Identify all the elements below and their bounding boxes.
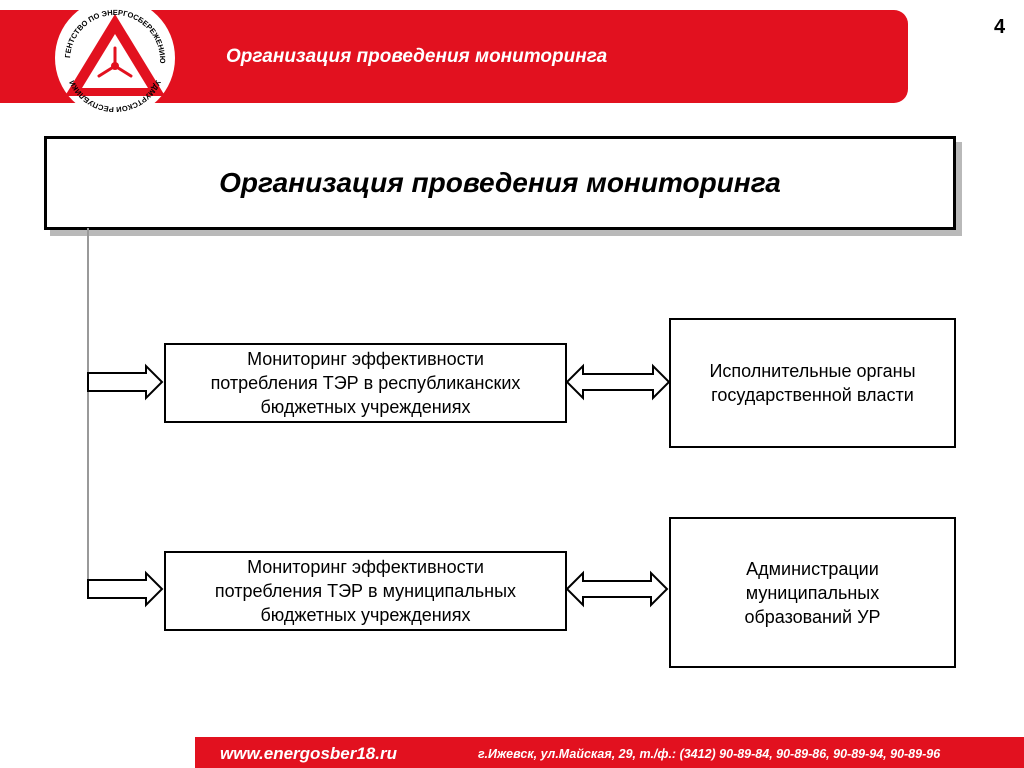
arrow-to-municipal — [87, 570, 164, 608]
arrow-municipal-administrations — [565, 570, 669, 608]
footer-url-link[interactable]: www.energosber18.ru — [220, 744, 397, 763]
logo-turbine-icon — [97, 46, 133, 78]
arrow-to-republican — [87, 363, 164, 401]
page-number: 4 — [994, 16, 1006, 38]
municipal-administrations-text: Администрации муниципальных образований … — [744, 558, 881, 627]
republican-monitoring-text: Мониторинг эффективности потребления ТЭР… — [210, 349, 521, 417]
footer-address: г.Ижевск, ул.Майская, 29, т./ф.: (3412) … — [478, 747, 941, 761]
diagram-title-box: Организация проведения мониторинга — [44, 136, 956, 230]
diagram-title: Организация проведения мониторинга — [219, 167, 781, 198]
arrow-republican-executive — [565, 363, 671, 401]
executive-bodies-text: Исполнительные органы государственной вл… — [709, 361, 916, 405]
republican-monitoring-box: Мониторинг эффективности потребления ТЭР… — [164, 343, 567, 423]
agency-logo: АГЕНТСТВО ПО ЭНЕРГОСБЕРЕЖЕНИЮ УДМУРТСКОЙ… — [48, 0, 175, 112]
municipal-monitoring-text: Мониторинг эффективности потребления ТЭР… — [214, 557, 517, 625]
executive-bodies-box: Исполнительные органы государственной вл… — [669, 318, 956, 448]
municipal-monitoring-box: Мониторинг эффективности потребления ТЭР… — [164, 551, 567, 631]
footer-band — [195, 737, 1024, 768]
header-top-margin — [0, 0, 1024, 10]
municipal-administrations-box: Администрации муниципальных образований … — [669, 517, 956, 668]
header-title: Организация проведения мониторинга — [226, 46, 608, 67]
